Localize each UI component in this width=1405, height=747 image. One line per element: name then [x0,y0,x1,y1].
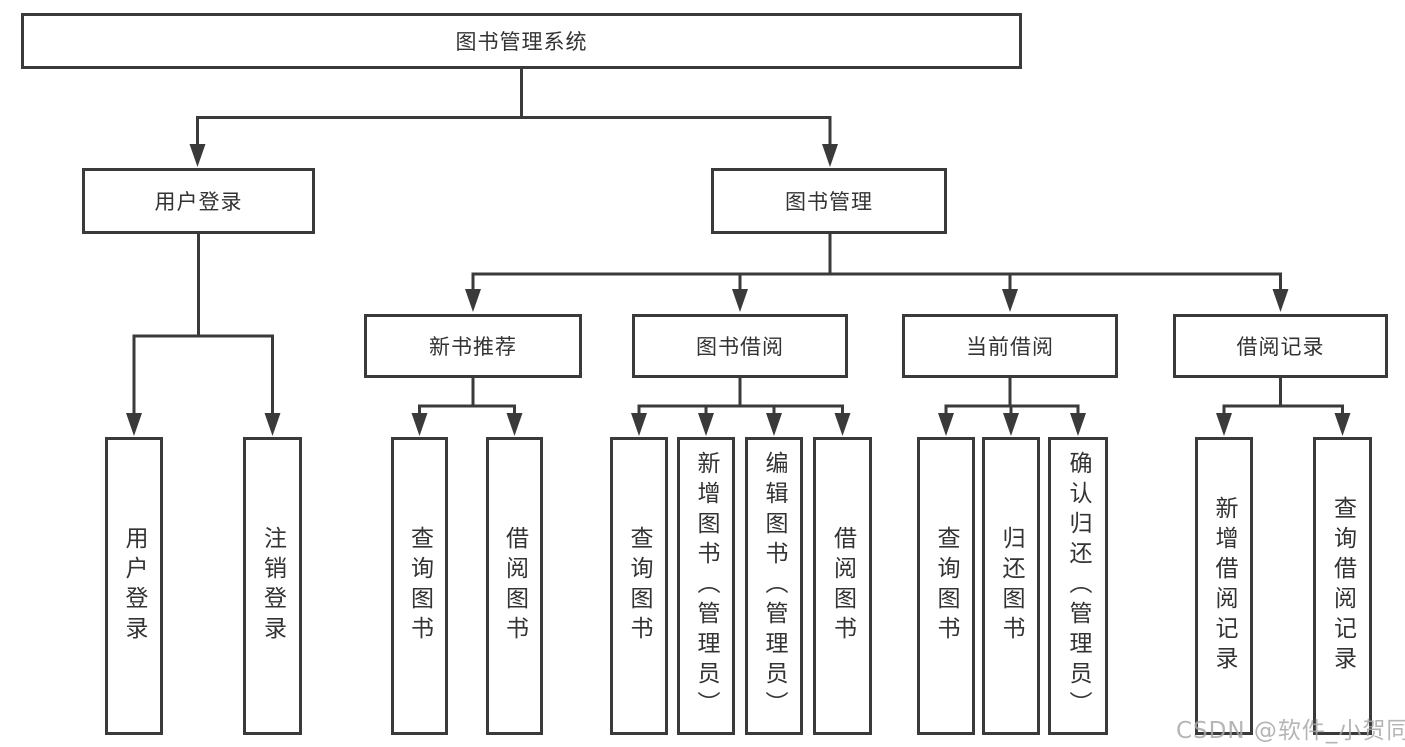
node-new-book-recommend-label: 新书推荐 [429,335,517,359]
leaf-query-borrow-record: 查询借阅记录 [1313,437,1372,735]
arrow-icon [1272,289,1289,312]
arrow-icon [766,413,782,436]
arrow-icon [834,413,851,436]
node-borrow-records-label: 借阅记录 [1236,335,1325,359]
leaf-add-book-admin: 新增图书（管理员） [677,437,735,735]
connector-root [196,68,832,146]
leaf-edit-book-admin-label: 编辑图书（管理员） [761,451,787,721]
leaf-query-books-recommend-label: 查询图书 [406,526,433,646]
leaf-logout: 注销登录 [243,437,302,735]
arrow-icon [1070,413,1086,436]
leaf-user-login-label: 用户登录 [121,526,147,646]
leaf-edit-book-admin: 编辑图书（管理员） [745,437,803,735]
leaf-user-login: 用户登录 [105,437,163,735]
arrow-icon [126,413,142,436]
node-book-management-label: 图书管理 [785,190,873,214]
arrow-icon [1002,289,1018,312]
node-book-borrow-label: 图书借阅 [696,335,784,359]
node-current-borrow-label: 当前借阅 [966,335,1054,359]
arrow-icon [1003,413,1019,436]
leaf-add-borrow-record-label: 新增借阅记录 [1211,496,1237,676]
leaf-confirm-return-admin: 确认归还（管理员） [1048,437,1108,735]
arrow-icon [1334,413,1351,436]
node-borrow-records: 借阅记录 [1173,314,1388,378]
connector-new-book [418,378,516,414]
leaf-logout-label: 注销登录 [259,526,286,646]
arrow-icon [189,144,206,167]
leaf-confirm-return-admin-label: 确认归还（管理员） [1065,451,1091,721]
leaf-query-books-current-label: 查询图书 [933,526,959,646]
leaf-borrow-books: 借阅图书 [813,437,872,735]
arrow-icon [698,413,714,436]
arrow-icon [631,413,647,436]
leaf-add-borrow-record: 新增借阅记录 [1195,437,1253,735]
arrow-icon [465,289,481,312]
leaf-borrow-books-recommend: 借阅图书 [486,437,543,735]
node-current-borrow: 当前借阅 [902,314,1118,378]
watermark: CSDN @软件_小贺同学 [1176,718,1405,744]
leaf-borrow-books-recommend-label: 借阅图书 [501,526,528,646]
leaf-return-book-label: 归还图书 [998,526,1024,646]
arrow-icon [822,144,838,167]
node-user-login: 用户登录 [82,168,315,234]
arrow-icon [938,413,954,436]
leaf-query-books-borrow: 查询图书 [610,437,668,735]
connector-borrow-records [1222,378,1344,414]
leaf-query-books-borrow-label: 查询图书 [626,526,652,646]
leaf-borrow-books-label: 借阅图书 [829,526,856,646]
arrow-icon [732,289,748,312]
connector-user-login [132,234,274,414]
arrowheads [126,144,1351,436]
node-root: 图书管理系统 [21,13,1022,69]
arrow-icon [506,413,523,436]
leaf-return-book: 归还图书 [982,437,1040,735]
node-user-login-label: 用户登录 [154,190,243,214]
connector-book-management [471,234,1282,292]
connector-current-borrow [944,378,1080,414]
leaf-query-borrow-record-label: 查询借阅记录 [1329,496,1356,676]
leaf-add-book-admin-label: 新增图书（管理员） [693,451,719,721]
node-book-management: 图书管理 [711,168,947,234]
leaf-query-books-current: 查询图书 [917,437,975,735]
node-book-borrow: 图书借阅 [632,314,848,378]
node-root-label: 图书管理系统 [455,30,588,54]
connector-book-borrow [637,378,844,414]
arrow-icon [1216,413,1232,436]
arrow-icon [264,413,281,436]
arrow-icon [411,413,428,436]
node-new-book-recommend: 新书推荐 [364,314,582,378]
leaf-query-books-recommend: 查询图书 [391,437,448,735]
